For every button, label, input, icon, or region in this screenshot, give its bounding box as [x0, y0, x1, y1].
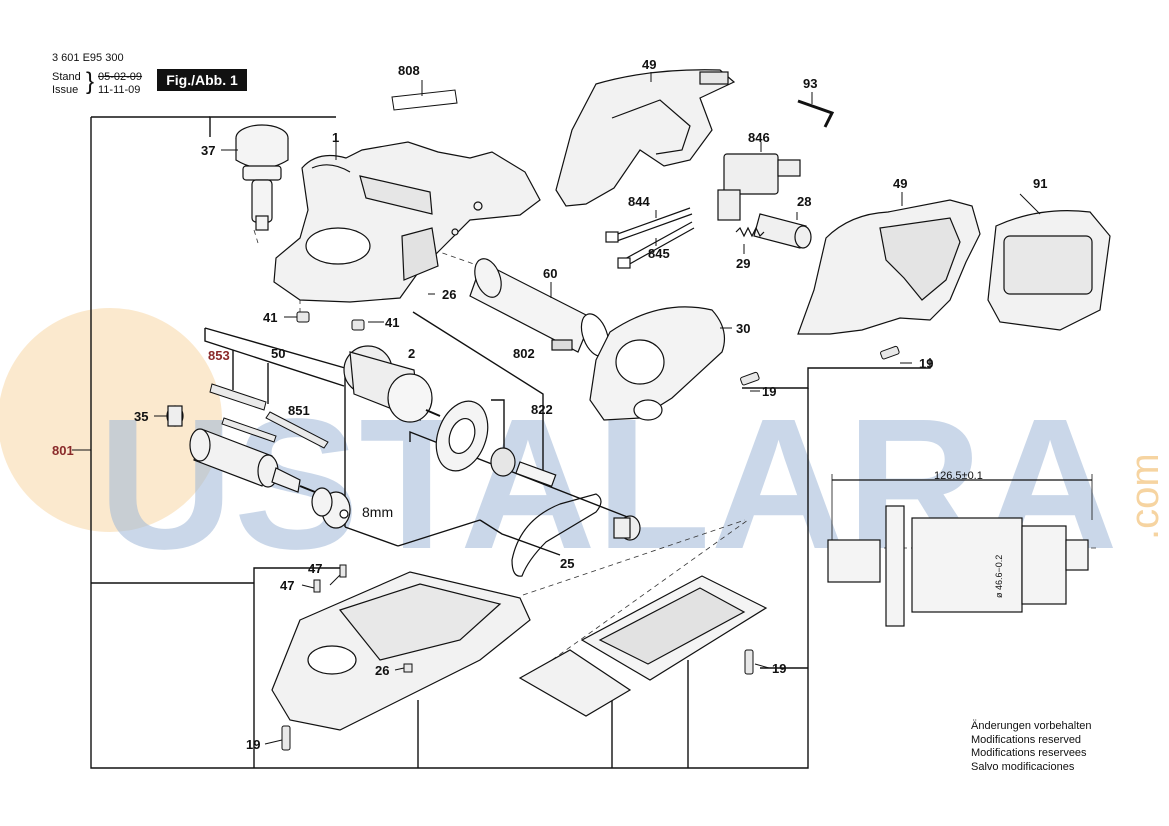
motor-detail-drawing: ø 46.6−0.2 — [827, 474, 1093, 627]
part-belt-25 — [511, 493, 602, 577]
callout-1: 1 — [332, 130, 339, 145]
label-sheet-808 — [391, 89, 458, 111]
callout-47-bottom: 47 — [280, 578, 294, 593]
issue-date: 11-11-09 — [98, 84, 141, 96]
leader-lines — [72, 72, 1041, 745]
callout-26-base: 26 — [375, 663, 389, 678]
part-bearing-35 — [166, 405, 184, 427]
part-cables-844-845 — [605, 207, 695, 269]
callout-845: 845 — [648, 246, 670, 261]
callout-91: 91 — [1033, 176, 1047, 191]
part-handle-shell-49 — [555, 69, 736, 207]
callout-19-handle: 19 — [919, 356, 933, 371]
part-housing-1 — [273, 141, 541, 303]
part-allen-key-93 — [797, 99, 835, 128]
part-number: 3 601 E95 300 — [52, 52, 124, 64]
part-base-plate — [580, 575, 768, 681]
callout-60: 60 — [543, 266, 557, 281]
note-en: Modifications reserved — [971, 733, 1082, 746]
part-brush-holder-28 — [753, 213, 812, 249]
callout-2: 2 — [408, 346, 415, 361]
issue-label: Issue — [52, 84, 79, 96]
callout-26-top: 26 — [442, 287, 456, 302]
callout-844: 844 — [628, 194, 650, 209]
callout-808: 808 — [398, 63, 420, 78]
screws — [281, 311, 900, 751]
callout-846: 846 — [748, 130, 770, 145]
callout-802: 802 — [513, 346, 535, 361]
callout-853: 853 — [208, 348, 230, 363]
assembly-frame — [90, 116, 931, 769]
callout-37: 37 — [201, 143, 215, 158]
stand-label: Stand — [52, 71, 81, 83]
note-es: Salvo modificaciones — [971, 760, 1075, 773]
callouts: 808 49 93 37 1 846 49 91 844 28 845 29 6… — [52, 57, 1047, 752]
callout-49-right: 49 — [893, 176, 907, 191]
watermark-circle — [0, 308, 222, 532]
part-base-cover — [518, 649, 632, 717]
callout-30: 30 — [736, 321, 750, 336]
callout-35: 35 — [134, 409, 148, 424]
callout-93: 93 — [803, 76, 817, 91]
callout-41-left: 41 — [263, 310, 277, 325]
part-motor-2 — [343, 345, 441, 423]
part-switch-846 — [717, 153, 801, 221]
header-brace: } — [86, 68, 95, 95]
callout-8mm: 8mm — [362, 504, 393, 520]
note-de: Änderungen vorbehalten — [971, 720, 1092, 732]
callout-25: 25 — [560, 556, 574, 571]
motor-diameter-label: ø 46.6−0.2 — [994, 555, 1004, 598]
part-knob-37 — [235, 124, 289, 231]
part-cutter-shaft-50 — [189, 428, 321, 495]
callout-47-top: 47 — [308, 561, 322, 576]
dimension-length-label: 126.5±0.1 — [934, 470, 983, 482]
callout-50: 50 — [271, 346, 285, 361]
part-handle-49 — [797, 199, 981, 335]
callout-19-base: 19 — [246, 737, 260, 752]
callout-49-top: 49 — [642, 57, 656, 72]
callout-28: 28 — [797, 194, 811, 209]
stand-date: 05-02-09 — [98, 71, 143, 83]
part-pulley — [311, 487, 351, 529]
watermark-suffix: .com — [1123, 453, 1167, 540]
part-battery-91 — [987, 210, 1111, 331]
callout-41-right: 41 — [385, 315, 399, 330]
modification-notes: Änderungen vorbehalten Modifications res… — [971, 720, 1091, 774]
part-tube-60 — [469, 258, 610, 357]
part-fan-822 — [435, 400, 557, 488]
callout-19-cover: 19 — [762, 384, 776, 399]
part-blades-853-851 — [209, 383, 329, 449]
part-base — [271, 571, 531, 731]
note-fr: Modifications reservees — [971, 747, 1087, 759]
figure-label: Fig./Abb. 1 — [157, 69, 247, 91]
callout-19-plate: 19 — [772, 661, 786, 676]
part-cover-30 — [589, 306, 725, 421]
callout-801: 801 — [52, 443, 74, 458]
callout-851: 851 — [288, 403, 310, 418]
callout-822: 822 — [531, 402, 553, 417]
part-spring-29 — [735, 226, 765, 238]
callout-29: 29 — [736, 256, 750, 271]
part-pulley-small — [613, 515, 641, 541]
